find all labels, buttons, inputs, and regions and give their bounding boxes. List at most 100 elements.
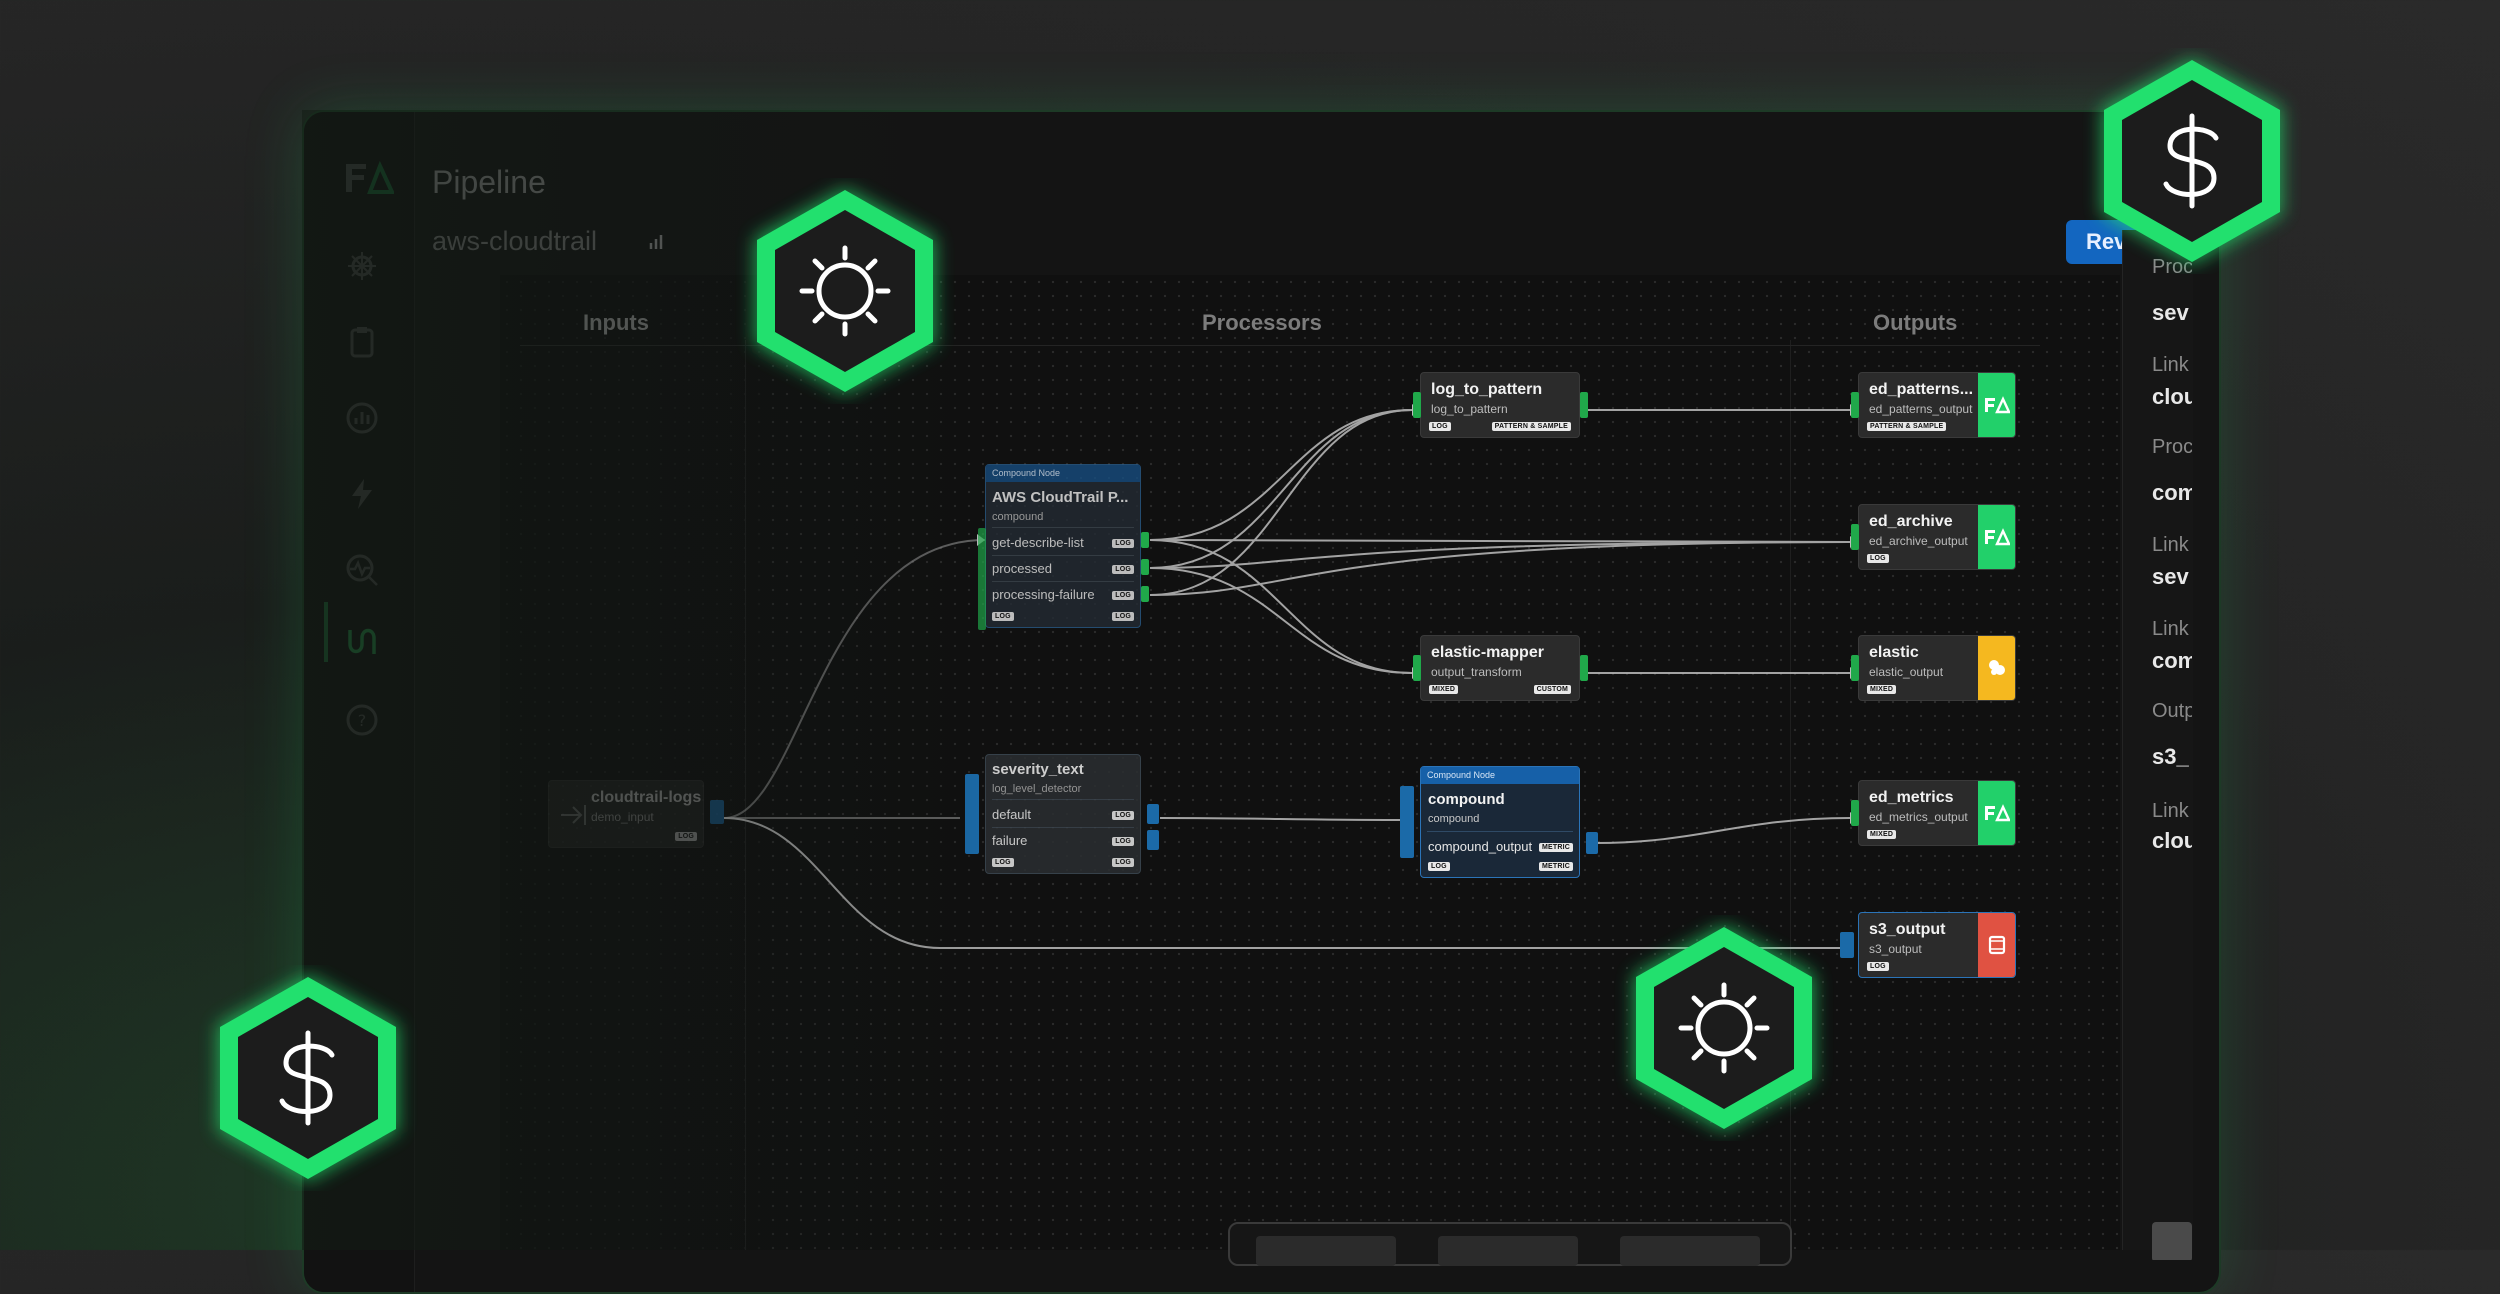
node-title: ed_metrics [1869,789,1954,806]
node-s3-output[interactable]: s3_output s3_output LOG [1858,912,2016,978]
footer-badge: LOG [992,612,1014,621]
input-port[interactable] [1851,524,1859,550]
node-subtitle: compound [1428,813,1480,825]
type-badge: CUSTOM [1533,685,1571,694]
bottom-toolbar [1228,1222,1792,1266]
node-aws-cloudtrail-compound[interactable]: Compound Node AWS CloudTrail P... compou… [985,464,1141,628]
node-subtitle: log_to_pattern [1431,402,1508,416]
type-badge: LOG [675,832,697,841]
row-badge: LOG [1112,811,1134,820]
node-elastic[interactable]: elastic elastic_output MIXED [1858,635,2016,701]
panel-label: Link [2152,354,2189,376]
footer-badge: METRIC [1538,862,1573,871]
type-badge: LOG [1429,422,1451,431]
node-subtitle: elastic_output [1869,665,1944,679]
input-port[interactable] [978,528,986,630]
panel-value: clou [2152,828,2192,853]
node-title: ed_archive [1869,513,1953,530]
input-port[interactable] [1851,800,1859,826]
column-header-line [520,345,2040,346]
node-severity-text[interactable]: severity_text log_level_detector default… [985,754,1141,874]
node-subtitle: output_transform [1431,665,1522,679]
output-port[interactable] [1147,804,1159,824]
type-badge: LOG [1867,962,1889,971]
node-subtitle: ed_patterns_output [1869,402,1973,416]
type-badge: PATTERN & SAMPLE [1867,422,1947,431]
row-label: get-describe-list [992,535,1084,550]
dollar-hex-badge-bottom-left [218,975,398,1181]
footer-badge: LOG [992,858,1014,867]
panel-value: sev [2152,564,2189,589]
output-port[interactable] [1141,586,1149,602]
column-header-processors: Processors [1202,310,1322,335]
node-subtitle: ed_archive_output [1869,534,1968,548]
node-elastic-mapper[interactable]: elastic-mapper output_transform MIXED CU… [1420,635,1580,701]
edgedelta-logo-icon [1978,781,2015,845]
row-label: processed [992,561,1052,576]
footer-badge: LOG [1428,862,1450,871]
column-separator [1790,340,1791,1250]
node-ed-patterns[interactable]: ed_patterns... ed_patterns_output PATTER… [1858,372,2016,438]
dollar-hex-badge-top-right [2102,58,2282,264]
output-port[interactable] [1586,832,1598,854]
type-badge: PATTERN & SAMPLE [1491,422,1571,431]
toolbar-button[interactable] [1256,1236,1396,1266]
output-port[interactable] [1580,655,1588,681]
column-header-outputs: Outputs [1873,310,1958,335]
input-port[interactable] [1400,786,1414,858]
node-ed-metrics[interactable]: ed_metrics ed_metrics_output MIXED [1858,780,2016,846]
input-port[interactable] [1413,655,1421,681]
node-cloudtrail-logs[interactable]: cloudtrail-logs demo_input LOG [548,780,704,848]
s3-logo-icon [1978,913,2015,977]
row-label: processing-failure [992,587,1095,602]
input-arrow-icon [561,805,586,825]
panel-label: Link [2152,534,2189,556]
panel-label: Outp [2152,700,2192,722]
dollar-icon [279,1030,335,1126]
output-port[interactable] [1147,830,1159,850]
type-badge: MIXED [1867,830,1897,839]
output-port[interactable] [1141,532,1149,548]
input-port[interactable] [1851,392,1859,418]
toolbar-button[interactable] [1438,1236,1578,1266]
node-subtitle: demo_input [591,810,654,824]
type-badge: MIXED [1429,685,1459,694]
sun-icon [1678,982,1770,1074]
type-badge: MIXED [1867,685,1897,694]
panel-label: Link [2152,618,2189,640]
divider [992,581,1134,582]
panel-label: Proc [2152,436,2192,458]
node-title: log_to_pattern [1431,381,1543,398]
output-port[interactable] [1141,559,1149,575]
node-title: AWS CloudTrail P... [992,489,1129,506]
row-badge: LOG [1112,539,1134,548]
input-port[interactable] [1840,932,1854,958]
elastic-logo-icon [1978,636,2015,700]
node-title: elastic [1869,644,1919,661]
node-title: compound [1428,791,1505,808]
node-title: cloudtrail-logs [591,789,702,806]
input-port[interactable] [965,774,979,854]
output-port[interactable] [710,800,724,824]
node-subtitle: compound [992,511,1044,523]
output-port[interactable] [1580,392,1588,418]
panel-value: com [2152,648,2192,673]
divider [992,527,1134,528]
panel-button[interactable] [2152,1222,2192,1260]
footer-badge: LOG [1112,858,1134,867]
node-ed-archive[interactable]: ed_archive ed_archive_output LOG [1858,504,2016,570]
node-subtitle: log_level_detector [992,783,1082,795]
sun-hex-badge-top [755,188,935,394]
panel-label: Proc [2152,256,2192,278]
sun-icon [799,245,891,337]
panel-value: s3_ [2152,744,2189,769]
node-log-to-pattern[interactable]: log_to_pattern log_to_pattern LOG PATTER… [1420,372,1580,438]
node-subtitle: ed_metrics_output [1869,810,1968,824]
edgedelta-logo-icon [1978,373,2015,437]
divider [992,799,1134,800]
node-title: elastic-mapper [1431,644,1544,661]
input-port[interactable] [1413,392,1421,418]
toolbar-button[interactable] [1620,1236,1760,1266]
node-compound[interactable]: Compound Node compound compound compound… [1420,766,1580,878]
input-port[interactable] [1851,655,1859,681]
